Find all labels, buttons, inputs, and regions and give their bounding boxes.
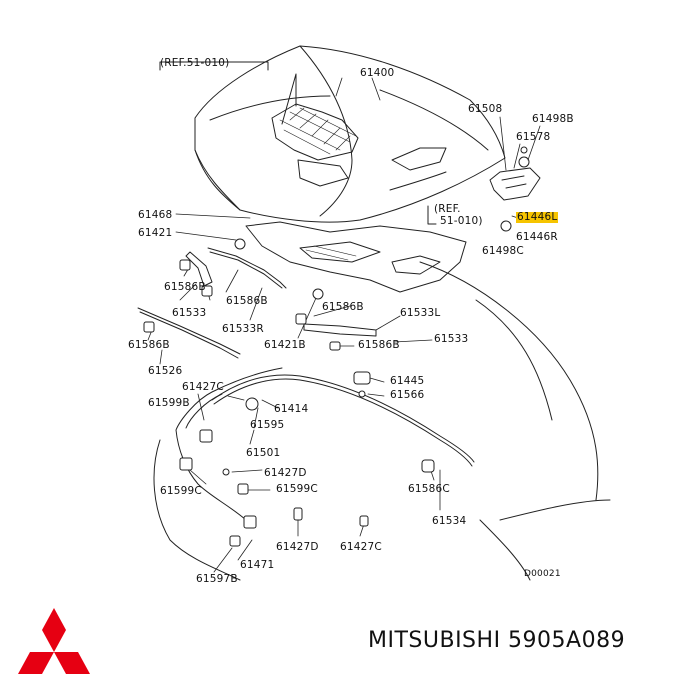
label-61526: 61526 [148, 365, 183, 377]
clip-61586b-1 [179, 259, 191, 271]
label-ref-right-2: 51-010) [440, 215, 483, 227]
bolt-61498b [520, 146, 528, 154]
car-body-fender [419, 261, 599, 501]
label-61597b: 61597B [196, 573, 238, 585]
label-ref-top: (REF.51-010) [160, 57, 230, 69]
clip-61586c [421, 459, 435, 473]
lock-61445 [353, 371, 371, 385]
clip-61599c-2 [237, 483, 249, 495]
label-61599b: 61599B [148, 397, 190, 409]
label-61586b-2: 61586B [226, 295, 268, 307]
label-61533l: 61533L [400, 307, 441, 319]
handle-61471 [243, 515, 257, 529]
clip-61586b-2 [201, 285, 213, 297]
bolt-61566 [358, 390, 366, 398]
label-61400: 61400 [360, 67, 395, 79]
label-61533r: 61533R [222, 323, 264, 335]
weatherstrip-61526 [137, 307, 241, 355]
label-61427d-bot: 61427D [276, 541, 319, 553]
label-61533-left: 61533 [172, 307, 207, 319]
label-61586b-left: 61586B [128, 339, 170, 351]
hood-scoop-vent [271, 103, 359, 161]
label-61446r: 61446R [516, 231, 558, 243]
label-61586c: 61586C [408, 483, 450, 495]
weatherstrip-61533r [207, 247, 287, 289]
diagram-code: D00021 [524, 569, 561, 579]
label-61446l: 61446L [516, 211, 559, 223]
label-61578: 61578 [516, 131, 551, 143]
label-61533-right: 61533 [434, 333, 469, 345]
clip-61586b-4 [329, 341, 341, 351]
hood-front-edge [194, 149, 241, 211]
label-61566: 61566 [390, 389, 425, 401]
clip-61586b-left [143, 321, 155, 333]
label-61421-top: 61421 [138, 227, 173, 239]
label-61427d-mid: 61427D [264, 467, 307, 479]
label-61414: 61414 [274, 403, 309, 415]
grommet-61468 [234, 238, 246, 250]
hood-side-vent [391, 147, 447, 171]
label-61421b: 61421B [264, 339, 306, 351]
weatherstrip-61533l [303, 323, 377, 337]
label-61599c-mid: 61599C [276, 483, 318, 495]
hood-parts-diagram [137, 45, 611, 581]
clip-61427d [222, 468, 230, 476]
label-61599c-left: 61599C [160, 485, 202, 497]
grommet-61421b [312, 288, 324, 300]
label-61468: 61468 [138, 209, 173, 221]
label-61508: 61508 [468, 103, 503, 115]
label-61445: 61445 [390, 375, 425, 387]
label-61586b-4: 61586B [358, 339, 400, 351]
label-61498b: 61498B [532, 113, 574, 125]
label-61595: 61595 [250, 419, 285, 431]
clip-61427d-bot [293, 507, 303, 521]
label-61501: 61501 [246, 447, 281, 459]
brand-part-number: MITSUBISHI 5905A089 [368, 628, 626, 653]
grommet-61595 [245, 397, 259, 411]
label-61427c-bot: 61427C [340, 541, 382, 553]
label-61427c-top: 61427C [182, 381, 224, 393]
hood-release-cable [175, 367, 283, 521]
ref-bracket [159, 61, 269, 71]
clip-61599b [199, 429, 213, 443]
hood-crease [299, 45, 353, 217]
hood-insulator [245, 221, 467, 293]
label-61586b-3: 61586B [322, 301, 364, 313]
mitsubishi-logo-icon [18, 608, 90, 674]
label-ref-right-1: (REF. [434, 203, 461, 215]
clip-61599c-1 [179, 457, 193, 471]
clip-61586b-3 [295, 313, 307, 325]
label-61534: 61534 [432, 515, 467, 527]
label-61498c: 61498C [482, 245, 524, 257]
clip-61597b [229, 535, 241, 547]
label-61471: 61471 [240, 559, 275, 571]
clip-61427c-bot [359, 515, 369, 527]
hood-hinge-left [489, 167, 541, 201]
label-61586b-1: 61586B [164, 281, 206, 293]
hood-outline [194, 45, 506, 223]
